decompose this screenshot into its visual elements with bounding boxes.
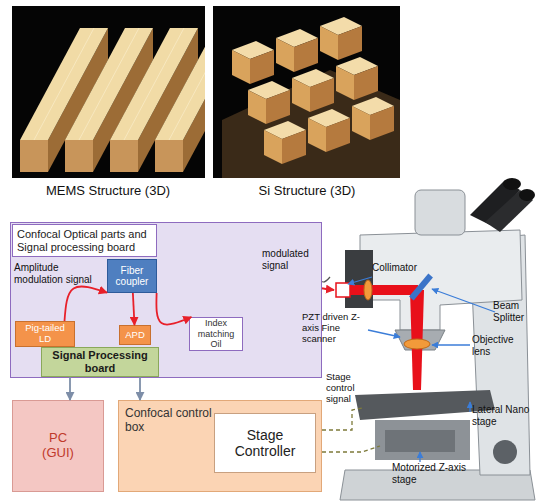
leader-line [469, 402, 470, 412]
signal-name: Stage control signal [326, 372, 370, 405]
process-box: Index matching Oil [189, 317, 243, 351]
controller-group: Confocal control boxStage Controller [118, 400, 322, 492]
signal-name: modulated signal [262, 248, 322, 271]
connector [69, 377, 71, 400]
node-label: Pig-tailed LD [18, 323, 72, 345]
part-label: PZT driven Z-axis Fine scanner [302, 312, 368, 345]
leader-line [432, 289, 495, 312]
image-background [213, 6, 400, 178]
part-label: Lateral Nano stage [472, 404, 536, 427]
pillar [320, 17, 362, 60]
leader-line [368, 330, 400, 337]
pillar [232, 41, 274, 84]
leader-line [432, 344, 470, 345]
computer-box: PC (GUI) [12, 400, 104, 492]
control-wire [322, 408, 362, 430]
eyepiece-lens [519, 189, 535, 201]
image-background [12, 6, 205, 178]
process-box: APD [119, 325, 151, 345]
ridge-face [110, 140, 138, 172]
pillar [276, 29, 318, 72]
part-label: Collimator [372, 262, 432, 274]
focus-knob [493, 440, 517, 464]
node-label: Confocal control box [125, 407, 213, 435]
ridge-texture [34, 28, 205, 140]
objective-lens [404, 339, 430, 349]
pillar [264, 121, 306, 164]
node-label: PC (GUI) [34, 431, 82, 461]
part-label: Motorized Z-axis stage [392, 462, 488, 485]
node-label: Index matching Oil [192, 318, 240, 349]
connector [156, 293, 191, 325]
part-label: Beam Splitter [493, 300, 538, 323]
node-label: Signal Processing board [44, 349, 156, 374]
side-housing [345, 250, 373, 308]
lamp-housing [415, 190, 465, 235]
collimator [336, 283, 350, 297]
mems-ridges [20, 28, 205, 172]
image-caption: MEMS Structure (3D) [10, 184, 206, 199]
control-wire [322, 446, 380, 452]
pillar [308, 109, 350, 152]
connector [139, 377, 141, 400]
process-box: Fiber coupler [107, 259, 157, 293]
ridge-face [65, 140, 93, 172]
process-box: Pig-tailed LD [15, 321, 75, 347]
node-label: APD [125, 330, 145, 341]
beam-splitter [409, 274, 433, 301]
motorized-stage [375, 420, 470, 460]
ridge-face [20, 140, 48, 172]
group-heading: Confocal Optical parts and Signal proces… [12, 224, 157, 257]
leader-line [348, 277, 372, 284]
board-group: Confocal Optical parts and Signal proces… [10, 222, 322, 378]
pillar [248, 81, 290, 124]
si-pillars [222, 17, 400, 178]
part-label: Objective lens [472, 334, 534, 357]
node-label: Fiber coupler [110, 265, 154, 288]
connector [133, 293, 135, 325]
pillar [352, 97, 394, 140]
ridge-top [155, 28, 205, 140]
ridge-face [155, 140, 183, 172]
controller-box: Stage Controller [214, 413, 316, 473]
image-caption: Si Structure (3D) [212, 184, 402, 199]
pillar [336, 57, 378, 100]
pillar [292, 69, 334, 112]
eyepiece-lens [503, 178, 521, 190]
signal-name: Amplitude modulation signal [14, 262, 92, 285]
process-box: Signal Processing board [41, 347, 159, 377]
leader-line [419, 452, 420, 462]
motorized-stage-block [385, 430, 455, 452]
node-label: Stage Controller [217, 427, 313, 459]
collimator-lens [364, 280, 372, 300]
connector [65, 287, 108, 321]
